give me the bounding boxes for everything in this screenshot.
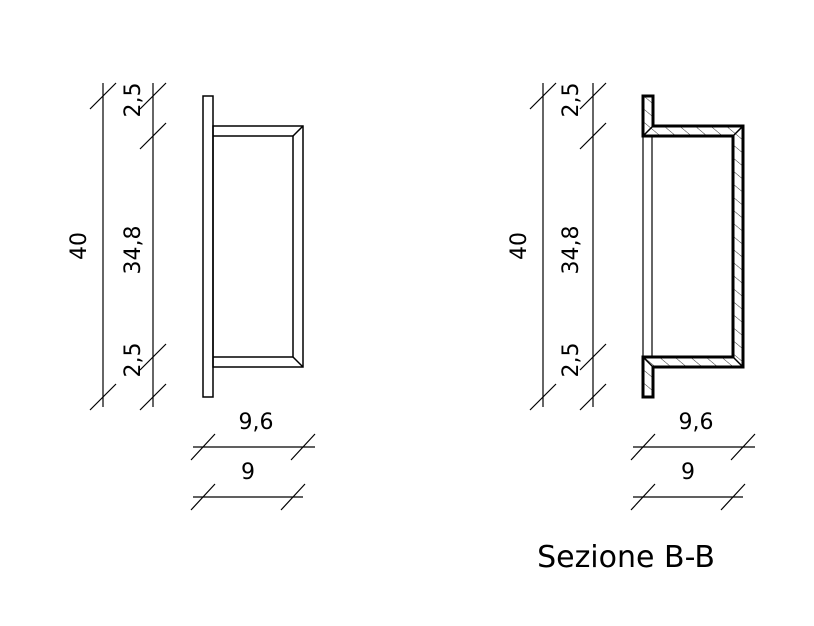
vertical-dimensions [529,82,607,411]
dim-top-flange: 2,5 [559,83,584,118]
body-outer [212,125,304,368]
dim-bottom-flange: 2,5 [559,343,584,378]
dim-bottom-flange: 2,5 [121,343,146,378]
dim-body-depth: 9 [681,460,695,485]
hatched-section [641,94,745,399]
dim-top-flange: 2,5 [121,83,146,118]
section-view: 40 34,8 2,5 2,5 9,6 9 Sezione B-B [507,82,756,575]
elevation-view: 40 34,8 2,5 2,5 9,6 9 [67,82,316,511]
vertical-dimensions [89,82,167,411]
section-caption: Sezione B-B [537,540,715,575]
section-profile [641,94,745,399]
horizontal-dimensions [630,433,756,511]
flange [202,95,214,398]
dim-total-depth: 9,6 [679,410,714,435]
body-inner [213,135,294,358]
dim-total-depth: 9,6 [239,410,274,435]
dim-total-height: 40 [507,232,532,260]
horizontal-dimensions [190,433,316,511]
dim-inner-height: 34,8 [559,226,584,275]
dim-inner-height: 34,8 [121,226,146,275]
dim-total-height: 40 [67,232,92,260]
dim-body-depth: 9 [241,460,255,485]
profile-outline [202,95,304,398]
